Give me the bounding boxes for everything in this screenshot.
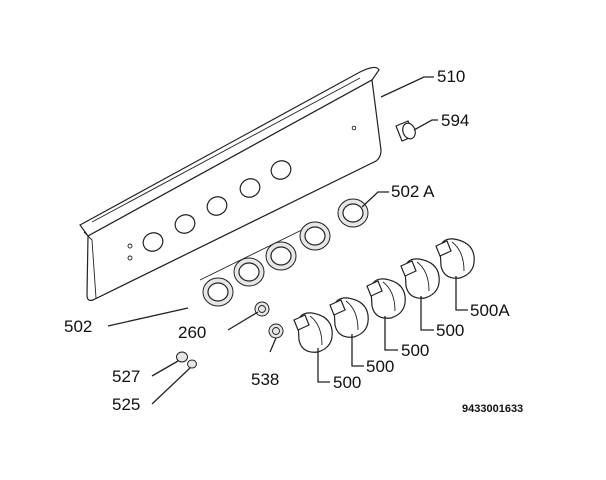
part-538	[268, 323, 284, 339]
label-538: 538	[251, 370, 279, 389]
label-500-2: 500	[366, 357, 394, 376]
trim-ring-502a	[337, 198, 369, 228]
label-500-1: 500	[333, 373, 361, 392]
part-594	[395, 120, 416, 142]
label-502a: 502 A	[391, 182, 435, 201]
knob-500-3	[366, 278, 406, 319]
knob-500a	[435, 238, 475, 279]
label-594: 594	[441, 111, 469, 130]
part-527	[176, 351, 188, 363]
trim-rings-502	[199, 221, 331, 307]
part-260	[254, 301, 270, 317]
label-500-3: 500	[401, 341, 429, 360]
label-525: 525	[112, 395, 140, 414]
drawing-code: 9433001633	[462, 403, 523, 415]
knob-500-4	[400, 258, 440, 299]
knob-500-1	[293, 312, 333, 353]
leader-lines	[107, 76, 468, 405]
label-502: 502	[64, 317, 92, 336]
label-260: 260	[178, 323, 206, 342]
part-525	[187, 359, 197, 369]
label-510: 510	[437, 67, 465, 86]
knob-500-2	[329, 297, 369, 338]
label-527: 527	[112, 367, 140, 386]
label-500-4: 500	[436, 321, 464, 340]
control-panel-510	[79, 66, 382, 302]
label-500a: 500A	[470, 301, 510, 320]
